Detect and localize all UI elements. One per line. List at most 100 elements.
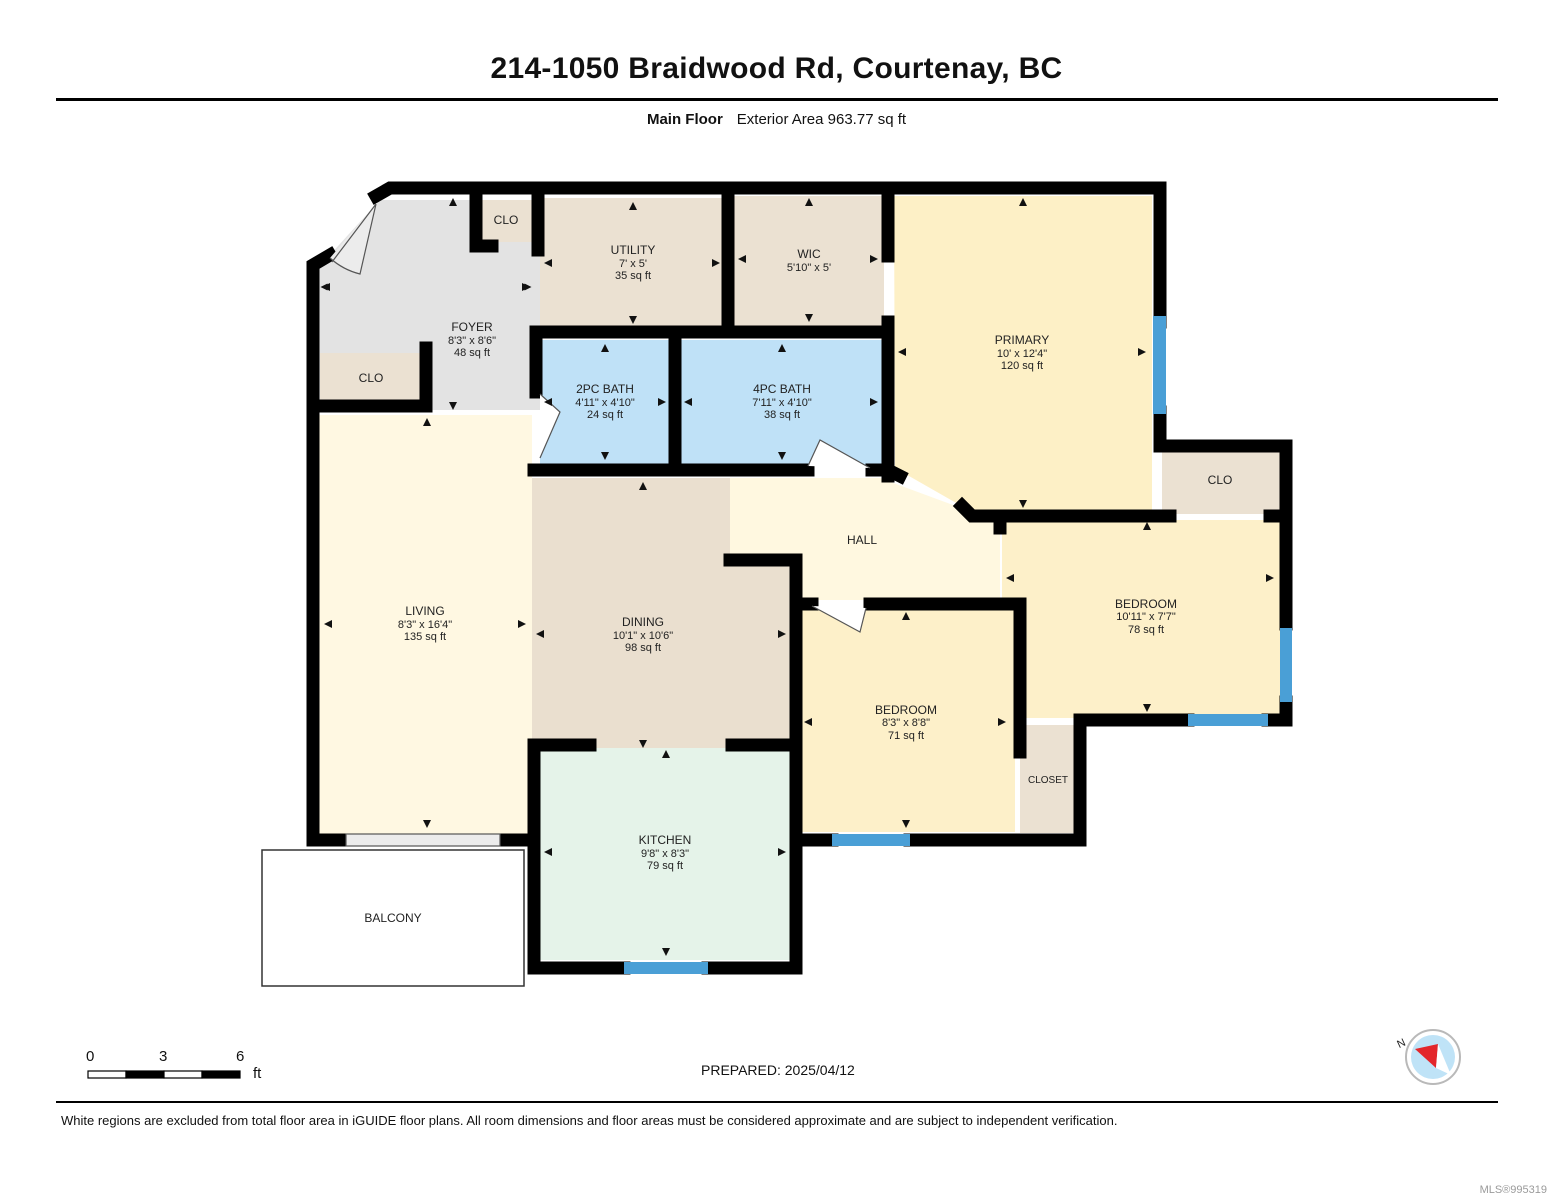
bath2pc-name: 2PC BATH [576,382,634,396]
arrowhead [536,630,544,638]
arrowhead [423,418,431,426]
utility-area: 35 sq ft [615,270,651,282]
exterior-area: Exterior Area 963.77 sq ft [736,111,907,128]
bedroom2-dims: 8'3" x 8'8" [882,717,930,729]
closet-label: CLOSET [1028,775,1068,786]
wall-primary-right [1153,405,1293,631]
primary-name: PRIMARY [995,333,1049,347]
bath2pc-fill [540,340,670,465]
arrowhead [778,630,786,638]
arrowhead [1019,500,1027,508]
wic-dims: 5'10" x 5' [787,262,831,274]
bath4pc-name: 4PC BATH [753,382,811,396]
foyer-clo-left-fill [320,353,422,405]
dining-fill [532,478,792,748]
arrowhead [712,259,720,267]
kitchen-dims: 9'8" x 8'3" [641,848,689,860]
primary-fill [894,196,1152,512]
living-fill [318,415,532,835]
floor-name: Main Floor [646,111,723,128]
wall-kitchen-right [701,833,803,975]
wall-bedroom1-bottom [903,713,1195,847]
bath2pc-dims: 4'11" x 4'10" [575,397,635,409]
utility-fill [540,198,726,326]
arrowhead [601,344,609,352]
arrowhead [870,398,878,406]
bedroom2-name: BEDROOM [875,703,937,717]
arrowhead [1143,704,1151,712]
arrowhead [639,482,647,490]
primary-dims: 10' x 12'4" [997,348,1047,360]
clo-bedroom-label: CLO [1208,473,1233,487]
bath2pc-door [539,393,561,459]
compass-needle-red [1415,1044,1438,1068]
arrowhead [998,718,1006,726]
arrowhead [658,398,666,406]
arrowhead [902,820,910,828]
arrowhead [1006,574,1014,582]
compass-n-label: N [1395,1037,1407,1051]
floor-subtitle: Main Floor Exterior Area 963.77 sq ft [0,111,1553,128]
compass-needle-white [1436,1044,1451,1075]
windows [624,316,1292,974]
kitchen-area: 79 sq ft [647,860,683,872]
arrowhead [639,740,647,748]
scale-seg-1 [87,1070,127,1079]
wall-primary-diag [879,461,909,485]
dining-area: 98 sq ft [625,642,661,654]
compass-icon: N [1395,1029,1461,1085]
disclaimer-text: White regions are excluded from total fl… [61,1113,1118,1128]
bedroom1-name: BEDROOM [1115,597,1177,611]
room-fills [261,196,1280,987]
arrowhead [778,344,786,352]
bath4pc-dims: 7'11" x 4'10" [752,397,812,409]
arrowhead [1143,522,1151,530]
wall-foyer-clo-left [306,341,433,413]
window-bedroom1-bottom [1188,714,1268,726]
wic-name: WIC [797,247,821,261]
room-labels: CLO CLO UTILITY 7' x 5' 35 sq ft WIC 5'1… [359,213,1233,925]
bedroom2-fill [800,608,1015,832]
title-rule [56,98,1498,101]
window-bedroom2 [832,834,910,846]
bedroom1-fill [1002,520,1280,718]
mls-number: MLS®995319 [1479,1184,1547,1196]
closet-fill [1020,725,1075,833]
utility-name: UTILITY [611,243,656,257]
arrow-heads [322,198,1274,956]
arrowhead [1266,574,1274,582]
doors [329,203,871,847]
primary-area: 120 sq ft [1001,360,1043,372]
balcony-fill [261,849,525,987]
arrowhead [738,255,746,263]
scale-unit: ft [253,1065,262,1082]
arrowhead [804,718,812,726]
balcony-name: BALCONY [364,911,421,925]
arrowhead [870,255,878,263]
window-bedroom1-right [1280,628,1292,702]
clo-foyer-left-label: CLO [359,371,384,385]
arrowhead [805,198,813,206]
scale-tick-3: 3 [159,1048,168,1065]
bath4pc-area: 38 sq ft [764,409,800,421]
wic-fill [734,196,884,326]
bedroom2-door [811,605,867,633]
hall-name: HALL [847,533,877,547]
scale-seg-4 [201,1070,241,1079]
arrowhead [898,348,906,356]
wall-primary-bottom [952,496,1177,523]
window-primary [1153,316,1166,414]
arrowhead [684,398,692,406]
arrowhead [1138,348,1146,356]
foyer-name: FOYER [451,320,493,334]
foyer-clo-top-fill [482,200,532,242]
arrowhead [449,198,457,206]
arrowhead [449,402,457,410]
arrowhead [544,398,552,406]
arrowhead [662,750,670,758]
arrowhead [629,316,637,324]
arrowhead [522,283,530,291]
utility-dims: 7' x 5' [619,258,647,270]
living-area: 135 sq ft [404,631,446,643]
